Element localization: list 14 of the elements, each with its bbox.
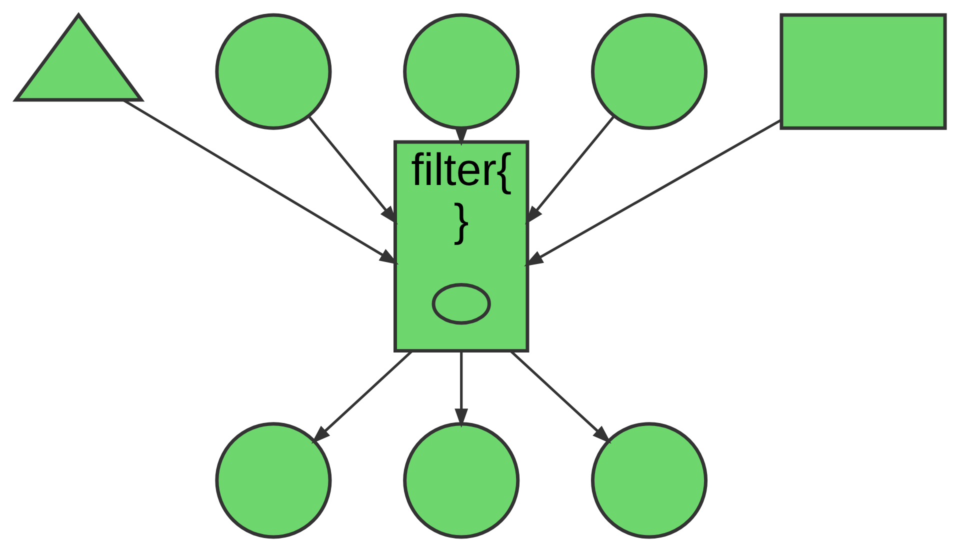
arrow (308, 116, 398, 225)
arrow (122, 98, 399, 265)
node-circle (590, 13, 708, 130)
arrow (311, 350, 414, 444)
arrow (524, 118, 782, 266)
node-ellipse (432, 282, 491, 325)
node-box (780, 13, 947, 130)
node-circle (215, 13, 332, 130)
arrow (524, 116, 615, 225)
node-triangle (12, 12, 145, 102)
cluster: filter{ } (394, 140, 530, 353)
arrow (454, 350, 468, 428)
node-circle (403, 422, 520, 539)
arrow (510, 350, 612, 444)
